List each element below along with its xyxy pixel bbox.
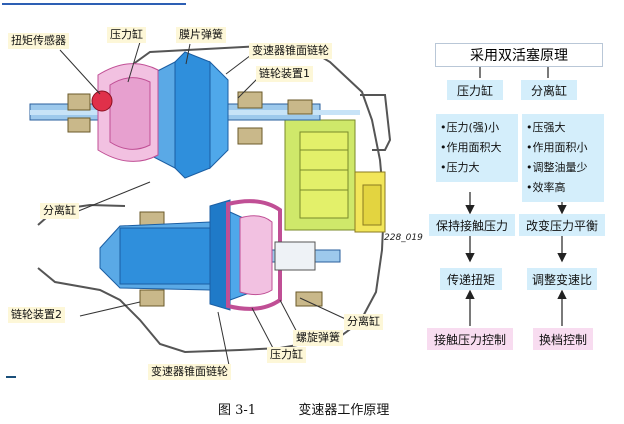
bottom-left-mark: [6, 376, 16, 378]
label-spiral-spring: 螺旋弹簧: [293, 330, 343, 346]
figure-caption: 图 3-1 变速器工作原理: [218, 399, 389, 418]
lower-pulley: [99, 199, 341, 311]
list-item: •压力(强)小: [440, 121, 500, 134]
transmission-diagram: [29, 41, 567, 371]
separation-cylinder-head: 分离缸: [521, 80, 577, 100]
list-item: •调整油量少: [526, 161, 588, 174]
separation-cylinder-traits: •压强大 •作用面积小 •调整油量少 •效率高: [522, 114, 604, 202]
contact-pressure-control: 接触压力控制: [427, 328, 513, 350]
list-item: •效率高: [526, 181, 566, 194]
label-diaphragm-spring: 膜片弹簧: [176, 27, 226, 43]
label-torque-sensor: 扭矩传感器: [8, 33, 69, 49]
adjust-ratio: 调整变速比: [527, 268, 597, 290]
list-item: •压强大: [526, 121, 566, 134]
principle-title: 采用双活塞原理: [435, 43, 603, 67]
label-separation-cylinder-left: 分离缸: [40, 203, 79, 219]
label-sprocket-1: 链轮装置1: [256, 66, 313, 82]
pressure-cylinder-traits: •压力(强)小 •作用面积大 •压力大: [436, 114, 518, 182]
list-item: •作用面积大: [440, 141, 502, 154]
keep-contact-pressure: 保持接触压力: [429, 214, 515, 236]
label-pressure-cylinder-top: 压力缸: [107, 27, 146, 43]
list-item: •压力大: [440, 161, 480, 174]
transmit-torque: 传递扭矩: [440, 268, 502, 290]
figure-number: 图 3-1: [218, 403, 257, 418]
part-code: 228_019: [384, 233, 423, 243]
label-separation-cylinder-bottom: 分离缸: [344, 314, 383, 330]
label-sprocket-2: 链轮装置2: [8, 307, 65, 323]
output-assembly: [284, 119, 386, 233]
header-rule: [2, 3, 186, 5]
pressure-cylinder-head: 压力缸: [447, 80, 503, 100]
label-cone-pulley-top: 变速器锥面链轮: [249, 43, 332, 59]
change-pressure-balance: 改变压力平衡: [519, 214, 605, 236]
shift-control: 换档控制: [533, 328, 593, 350]
label-pressure-cylinder-bottom: 压力缸: [267, 347, 306, 363]
label-cone-pulley-bottom: 变速器锥面链轮: [148, 364, 231, 380]
list-item: •作用面积小: [526, 141, 588, 154]
bearings: [67, 91, 323, 307]
figure-title: 变速器工作原理: [298, 403, 390, 418]
